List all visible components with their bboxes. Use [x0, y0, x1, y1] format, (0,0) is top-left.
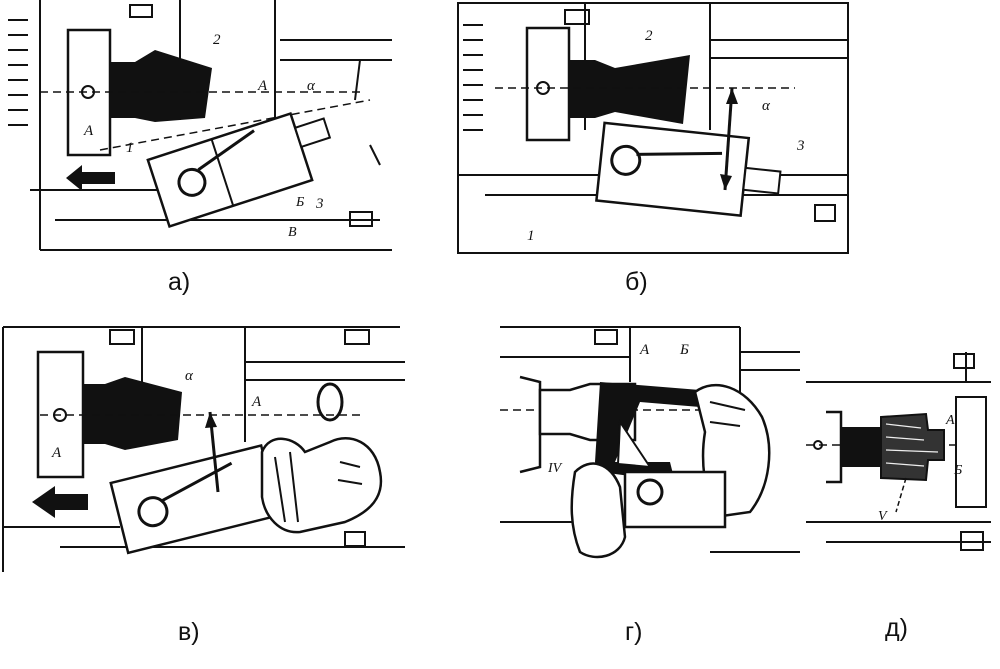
label-tool: 3 — [796, 138, 805, 154]
caption-a: а) — [168, 268, 191, 296]
panel-g-drawing: А Б IV — [500, 326, 800, 559]
gauge — [595, 382, 700, 482]
label-chuck-face: А — [51, 445, 62, 461]
label-b: Б — [295, 195, 304, 210]
panel-b: 2 α 3 1 — [455, 0, 855, 258]
panel-v-drawing: α А А — [2, 326, 405, 572]
label-workpiece: 2 — [213, 32, 221, 48]
label-support: 1 — [126, 140, 134, 156]
panel-v: α А А — [0, 322, 410, 580]
label-support: 1 — [527, 228, 535, 244]
caption-d: д) — [885, 614, 908, 642]
left-hand — [570, 462, 627, 559]
caption-g: г) — [625, 618, 643, 646]
label-num: IV — [547, 461, 563, 476]
panel-a-drawing: 2 А α А 1 3 Б В — [8, 0, 392, 251]
label-workpiece: 2 — [645, 28, 653, 44]
label-tool: 3 — [315, 196, 324, 212]
label-angle: α — [307, 78, 316, 94]
panel-b-drawing: 2 α 3 1 — [457, 2, 849, 254]
panel-a: 2 А α А 1 3 Б В — [0, 0, 392, 258]
label-b: Б — [679, 342, 689, 358]
feed-arrow — [66, 165, 115, 191]
workpiece — [83, 377, 182, 450]
panel-d-drawing: А Б V — [806, 352, 991, 551]
label-angle: α — [762, 98, 771, 114]
tool-holder — [595, 121, 782, 218]
label-num: V — [878, 509, 888, 524]
label-a: А — [945, 413, 955, 428]
workpiece — [569, 55, 690, 124]
tool-holder — [146, 111, 332, 229]
tool-holder — [109, 444, 281, 555]
chuck — [66, 28, 112, 157]
label-angle: α — [185, 368, 194, 384]
label-face-line: А — [251, 394, 262, 410]
rotation-icon — [316, 382, 344, 422]
workpiece-cone — [880, 412, 945, 482]
label-v: В — [288, 225, 297, 240]
workpiece — [110, 50, 212, 122]
caption-b: б) — [625, 268, 648, 296]
caption-v: в) — [178, 618, 200, 646]
label-b: Б — [953, 463, 962, 478]
label-face-line: А — [257, 78, 268, 94]
label-a: А — [639, 342, 650, 358]
panel-d: А Б V — [806, 342, 996, 562]
panel-g: А Б IV — [500, 322, 800, 567]
workpiece-base — [841, 427, 881, 467]
label-chuck-face: А — [83, 123, 94, 139]
feed-arrow — [32, 486, 88, 518]
